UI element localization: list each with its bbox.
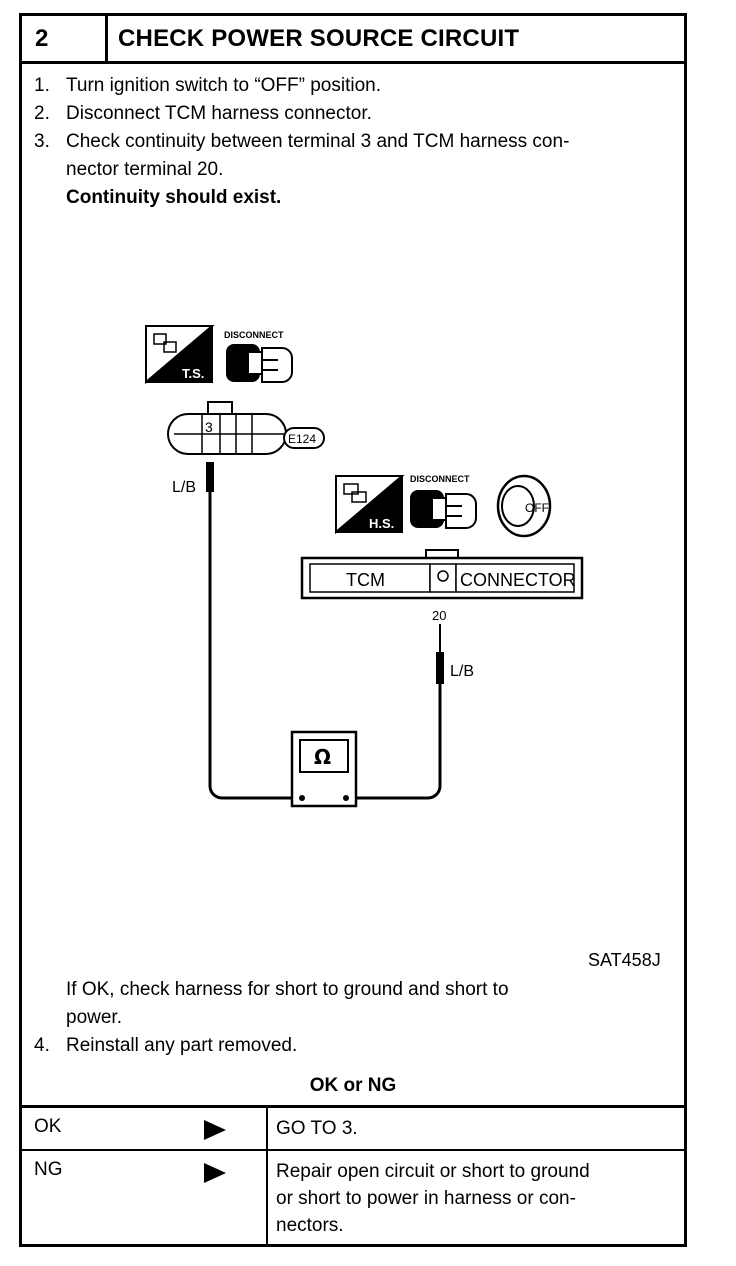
instruction-item: 3. Check continuity between terminal 3 a… — [34, 128, 674, 156]
instruction-number: 3. — [34, 131, 50, 152]
left-wire-color-label: L/B — [172, 479, 196, 496]
hs-tool-icon: H.S. — [335, 475, 405, 535]
instruction-item: nector terminal 20. — [34, 156, 674, 184]
ts-label: T.S. — [182, 366, 204, 381]
step-number: 2 — [22, 16, 108, 61]
arrow-right-icon — [204, 1120, 226, 1140]
instruction-number: 1. — [34, 75, 50, 96]
instruction-text: Turn ignition switch to “OFF” position. — [66, 75, 382, 96]
connector-id-label: E124 — [288, 432, 316, 446]
result-action-line: nectors. — [276, 1215, 344, 1236]
left-wire: L/B — [172, 462, 292, 800]
harness-connector-e124: 3 E124 — [167, 401, 325, 455]
disconnect-label: DISCONNECT — [410, 474, 470, 484]
ohmmeter-icon: Ω — [290, 730, 358, 808]
instruction-item: 4. Reinstall any part removed. — [34, 1032, 674, 1060]
tcm-connector: TCM CONNECTOR — [300, 549, 584, 600]
instruction-text: power. — [66, 1007, 122, 1028]
tcm-label: TCM — [346, 570, 385, 590]
disconnect-icon: DISCONNECT — [224, 330, 293, 383]
result-label: NG — [22, 1151, 268, 1246]
instruction-text: Check continuity between terminal 3 and … — [66, 131, 570, 152]
disconnect-icon: DISCONNECT — [410, 474, 477, 529]
ohm-symbol: Ω — [314, 745, 331, 769]
result-action-line: Repair open circuit or short to ground — [276, 1161, 590, 1182]
result-label-text: OK — [34, 1116, 62, 1137]
instruction-item: power. — [34, 1004, 674, 1032]
result-action-line: or short to power in harness or con- — [276, 1188, 576, 1209]
right-wire-color-label: L/B — [450, 663, 474, 680]
result-row-ok: OK GO TO 3. — [22, 1108, 684, 1151]
instruction-item: 1. Turn ignition switch to “OFF” positio… — [34, 72, 674, 100]
ignition-off-icon: OFF — [496, 474, 552, 538]
instruction-item: If OK, check harness for short to ground… — [34, 976, 674, 1004]
continuity-requirement: Continuity should exist. — [66, 187, 282, 208]
result-label-text: NG — [34, 1159, 63, 1180]
disconnect-label: DISCONNECT — [224, 330, 284, 340]
instruction-result: Continuity should exist. — [34, 184, 674, 212]
ts-tool-icon: T.S. — [145, 325, 215, 385]
result-table: OK GO TO 3. NG Repair open circuit or sh… — [22, 1105, 684, 1246]
instruction-text: Reinstall any part removed. — [66, 1035, 298, 1056]
figure-id: SAT458J — [588, 950, 661, 970]
result-heading: OK or NG — [309, 1075, 397, 1096]
instruction-item: 2. Disconnect TCM harness connector. — [34, 100, 674, 128]
step-header: 2 CHECK POWER SOURCE CIRCUIT — [22, 16, 684, 64]
post-instruction-list: If OK, check harness for short to ground… — [34, 976, 674, 1060]
right-wire: 20 L/B — [352, 608, 474, 800]
result-action: Repair open circuit or short to ground o… — [268, 1151, 684, 1246]
arrow-right-icon — [204, 1163, 226, 1183]
instruction-text: Disconnect TCM harness connector. — [66, 103, 372, 124]
result-label: OK — [22, 1108, 268, 1149]
off-label: OFF — [525, 501, 549, 515]
procedure-frame: 2 CHECK POWER SOURCE CIRCUIT 1. Turn ign… — [19, 13, 687, 1247]
instruction-number: 4. — [34, 1035, 50, 1056]
connector-label: CONNECTOR — [460, 570, 576, 590]
hs-label: H.S. — [369, 516, 394, 531]
result-action: GO TO 3. — [268, 1108, 684, 1149]
terminal-20-label: 20 — [432, 608, 446, 623]
instruction-text: nector terminal 20. — [66, 159, 224, 180]
step-title: CHECK POWER SOURCE CIRCUIT — [118, 25, 520, 52]
result-action-line: GO TO 3. — [276, 1118, 358, 1139]
wiring-diagram: T.S. DISCONNECT 3 E124 L/B — [145, 325, 584, 808]
instruction-number: 2. — [34, 103, 50, 124]
result-row-ng: NG Repair open circuit or short to groun… — [22, 1151, 684, 1246]
instruction-text: If OK, check harness for short to ground… — [66, 979, 509, 1000]
terminal-3-label: 3 — [205, 419, 213, 435]
instruction-list: 1. Turn ignition switch to “OFF” positio… — [34, 72, 674, 212]
